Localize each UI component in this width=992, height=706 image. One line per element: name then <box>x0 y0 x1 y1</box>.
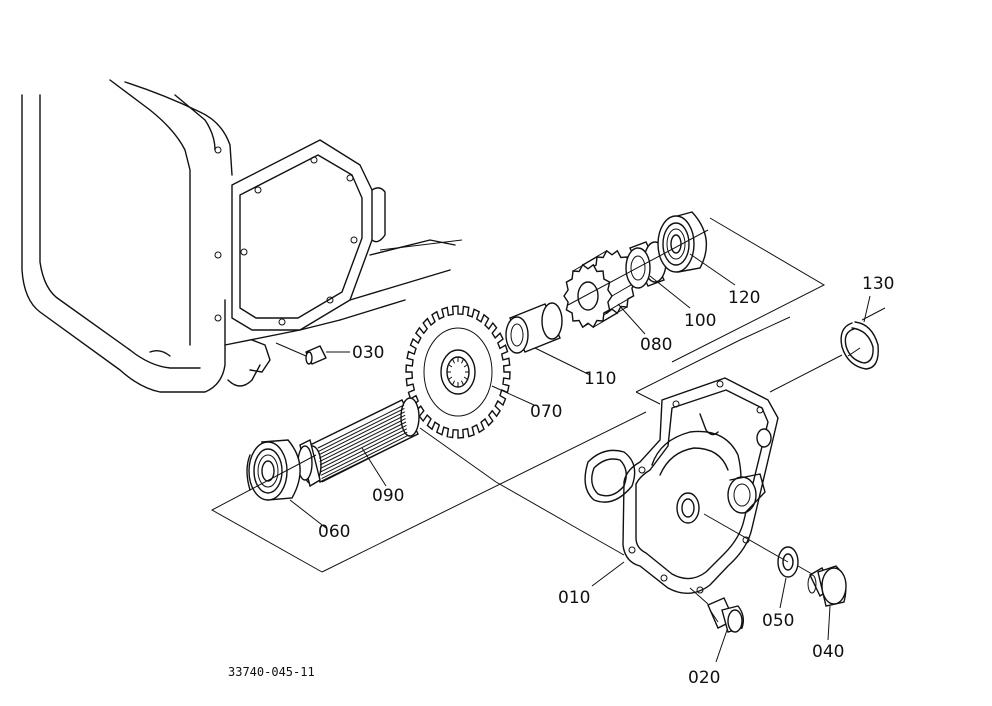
label-040: 040 <box>812 642 844 662</box>
label-020: 020 <box>688 668 720 688</box>
label-090: 090 <box>372 486 404 506</box>
pin-030 <box>275 342 350 365</box>
label-110: 110 <box>584 369 616 389</box>
bearing-060 <box>246 439 301 501</box>
label-030: 030 <box>352 343 384 363</box>
assembly-frame-lines <box>210 217 843 575</box>
label-050: 050 <box>762 611 794 631</box>
label-130: 130 <box>862 274 894 294</box>
drawing-number: 33740-045-11 <box>228 665 315 679</box>
leader-lines <box>289 253 871 663</box>
bushing-110 <box>505 302 563 354</box>
label-070: 070 <box>530 402 562 422</box>
bolt-020 <box>689 587 745 633</box>
gear-080 <box>563 249 637 329</box>
transmission-housing <box>21 79 456 393</box>
gear-070 <box>405 305 511 439</box>
label-080: 080 <box>640 335 672 355</box>
shaft-090 <box>297 397 420 488</box>
bearing-120 <box>657 211 708 273</box>
cover-010 <box>584 377 779 594</box>
snap-ring-130 <box>840 307 886 370</box>
plug-040 <box>807 565 847 607</box>
label-100: 100 <box>684 311 716 331</box>
label-010: 010 <box>558 588 590 608</box>
label-060: 060 <box>318 522 350 542</box>
label-120: 120 <box>728 288 760 308</box>
part-labels: 010 020 030 040 050 060 070 080 090 100 … <box>318 274 894 688</box>
